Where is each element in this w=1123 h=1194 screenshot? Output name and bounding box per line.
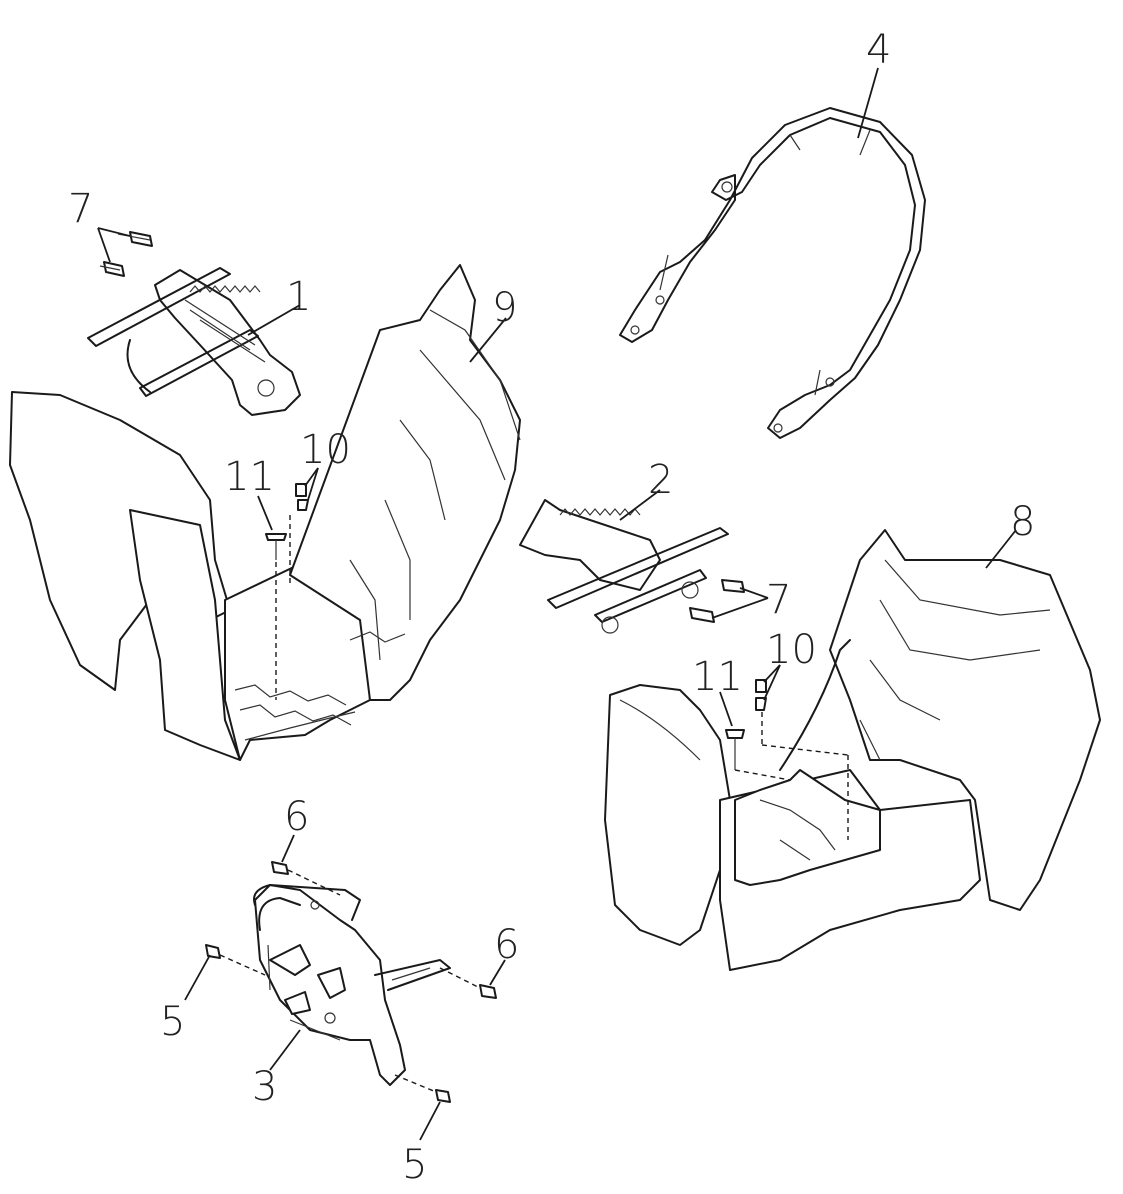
callout-11-left: 11 [224,454,275,500]
callout-4: 4 [866,27,891,73]
callout-10-left: 10 [300,427,351,473]
part-7-bolts-upper: 7 [68,186,153,277]
callout-7-right: 7 [766,577,791,623]
part-8-right-fender: 8 [604,499,1101,971]
callout-7-upper: 7 [68,186,93,232]
callout-2: 2 [648,457,673,503]
callout-3: 3 [252,1064,277,1110]
callout-9: 9 [492,285,517,331]
callout-6-upper: 6 [284,794,309,840]
part-7-bolts-right: 7 [689,577,791,623]
callout-10-right: 10 [766,627,817,673]
part-2-footrest-bracket: 2 [519,457,729,634]
callout-6-right: 6 [494,922,519,968]
callout-1: 1 [286,274,311,320]
part-3-guard: 3 [252,884,451,1110]
part-10-11-fasteners-left: 10 11 [224,427,351,700]
part-9-left-fender: 9 [9,264,521,761]
callout-5-left: 5 [160,999,185,1045]
callout-5-bottom: 5 [402,1142,427,1188]
part-4-grab-bar: 4 [619,27,926,439]
callout-11-right: 11 [692,654,743,700]
callout-8: 8 [1010,499,1035,545]
part-6-bolts: 6 6 [271,794,519,999]
part-5-bolts: 5 5 [160,944,451,1188]
part-1-footrest-bracket: 1 [87,267,311,416]
part-10-11-fasteners-right: 10 11 [692,627,849,840]
